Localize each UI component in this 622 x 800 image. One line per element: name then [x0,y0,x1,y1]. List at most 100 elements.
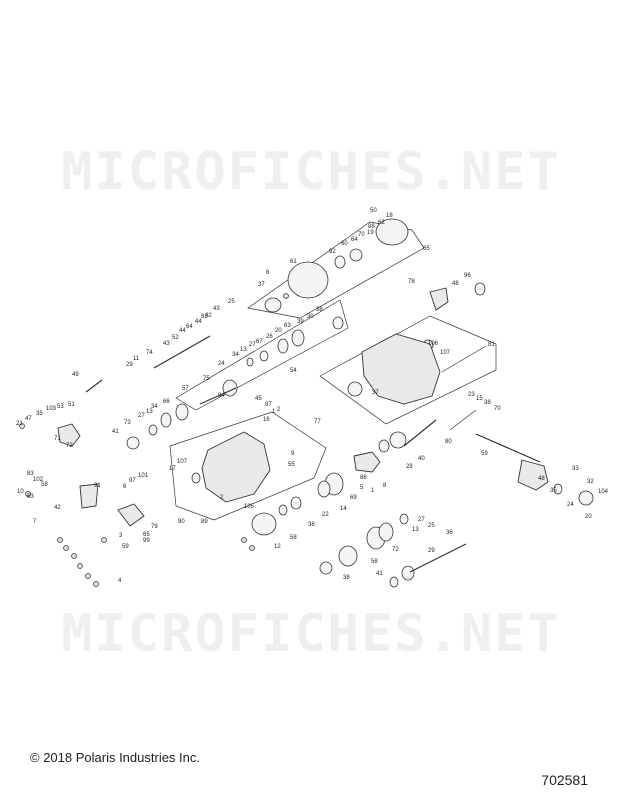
callout-label: 60 [341,241,348,247]
callout-label: 38 [308,522,315,528]
callout-label: 38 [316,307,323,313]
callout-label: 9 [291,451,295,457]
bearing-icon [332,316,344,330]
callout-label: 97 [129,478,136,484]
right-transmission-case-icon [361,333,441,405]
callout-label: 84 [218,393,225,399]
callout-label: 72 [66,443,73,449]
callout-label: 65 [423,246,430,252]
callout-label: 64 [186,324,193,330]
callout-label: 24 [567,502,574,508]
callout-label: 8 [383,483,387,489]
ring-icon [148,424,158,436]
callout-label: 36 [446,530,453,536]
shaft-icon [409,543,467,573]
bolt-icon [283,293,289,299]
callout-label: 74 [146,350,153,356]
bolt-icon [57,537,63,543]
bearing-icon [126,436,140,450]
ring-icon [259,350,269,362]
callout-label: 22 [322,512,329,518]
callout-label: 6 [266,270,270,276]
callout-label: 81 [488,342,495,348]
shaft-icon [403,419,437,447]
callout-label: 83 [27,471,34,477]
group-frame-left-case [169,411,327,521]
callout-label: 33 [572,466,579,472]
shaft-icon [85,379,103,393]
callout-label: 96 [464,273,471,279]
callout-label: 50 [370,208,377,214]
ring-gear-icon [375,218,409,246]
callout-label: 63 [27,494,34,500]
callout-label: 15 [476,396,483,402]
callout-label: 27 [138,413,145,419]
callout-label: 37 [372,390,379,396]
callout-label: 51 [68,402,75,408]
callout-label: 4 [118,578,122,584]
callout-label: 1 [371,488,375,494]
callout-label: 17 [169,466,176,472]
callout-label: 2 [220,495,224,501]
callout-label: 92 [329,249,336,255]
callout-label: 10 [17,489,24,495]
gear-icon [277,338,289,354]
callout-label: 78 [408,279,415,285]
seal-icon [191,472,201,484]
gear-icon [317,480,331,498]
callout-label: 27 [249,342,256,348]
callout-label: 58 [371,559,378,565]
gear-icon [287,261,329,299]
callout-label: 29 [428,548,435,554]
callout-label: 35 [550,488,557,494]
callout-label: 107 [177,459,188,465]
callout-label: 58 [41,482,48,488]
shaft-icon [153,335,211,369]
callout-label: 49 [72,372,79,378]
ring-icon [246,357,254,367]
callout-label: 88 [368,224,375,230]
bearing-icon [319,561,333,575]
gear-icon [401,565,415,581]
callout-label: 67 [256,339,263,345]
callout-label: 34 [232,352,239,358]
callout-label: 16 [263,417,270,423]
bolt-icon [63,545,69,551]
group-frame-top [247,221,425,319]
callout-label: 24 [218,361,225,367]
bolt-icon [241,537,247,543]
callout-label: 32 [587,479,594,485]
group-frame-shift [175,299,349,411]
callout-label: 69 [350,495,357,501]
callout-label: 70 [494,406,501,412]
callout-label: 40 [418,456,425,462]
callout-label: 41 [376,571,383,577]
callout-label: 66 [163,399,170,405]
diagram-number: 702581 [541,772,588,788]
shaft-icon [199,387,237,405]
callout-label: 91 [94,483,101,489]
bolt-icon [71,553,77,559]
bolt-icon [77,563,83,569]
group-frame-right-case [319,315,497,425]
callout-label: 107 [440,350,451,356]
callout-label: 30 [307,314,314,320]
watermark-bottom: MICROFICHES.NET [61,604,561,664]
gear-icon [334,255,346,269]
callout-label: 42 [54,505,61,511]
gear-housing-icon [57,423,81,447]
cover-icon [353,451,381,473]
callout-label: 20 [275,328,282,334]
ring-icon [474,282,486,296]
callout-label: 79 [151,524,158,530]
callout-label: 38 [343,575,350,581]
callout-label: 65 [143,532,150,538]
callout-label: 21 [16,421,23,427]
ring-icon [278,504,288,516]
callout-label: 41 [112,429,119,435]
callout-label: 13 [146,409,153,415]
callout-label: 87 [265,402,272,408]
gear-icon [160,412,172,428]
